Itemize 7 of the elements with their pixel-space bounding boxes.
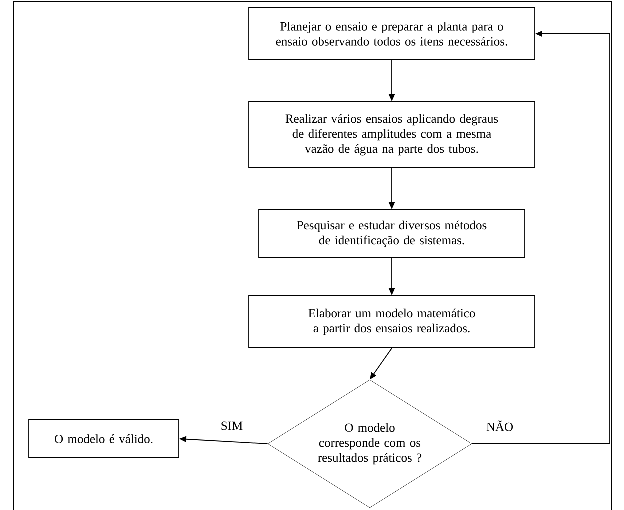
process-box: Planejar o ensaio e preparar a planta para o ensaio observando todos os itens necessários. — [248, 8, 536, 60]
process-box: Realizar vários ensaios aplicando degraus de diferentes amplitudes com a mesma vazão de água na parte dos tubos. — [248, 102, 536, 168]
process-box: O modelo é válido. — [28, 420, 180, 458]
process-box: Elaborar um modelo matemático a partir dos ensaios realizados. — [248, 296, 536, 348]
edge-label: NÃO — [485, 420, 515, 432]
process-box: Pesquisar e estudar diversos métodos de identificação de sistemas. — [258, 210, 526, 258]
edge-label: SIM — [220, 420, 244, 432]
